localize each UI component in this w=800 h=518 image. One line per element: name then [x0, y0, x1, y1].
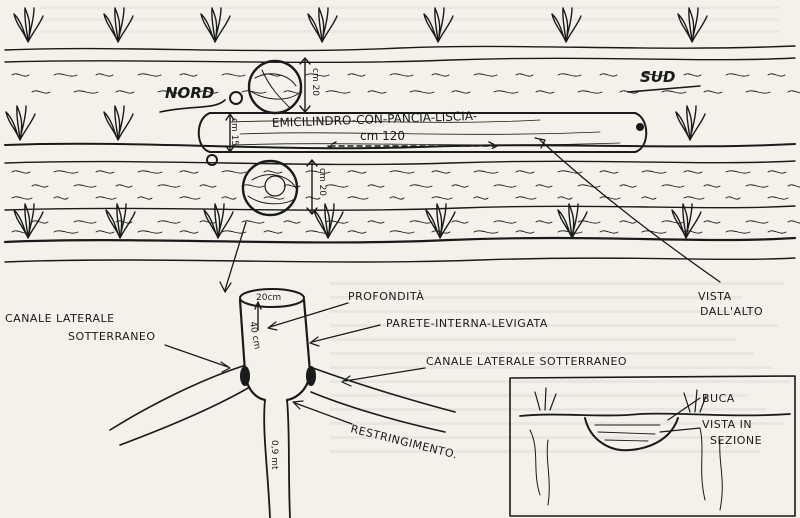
ball-icon	[206, 154, 299, 217]
south-label: SUD	[640, 68, 675, 86]
plant-icon	[671, 203, 702, 239]
plant-icon	[200, 7, 231, 43]
right-channel-label: CANALE LATERALE SOTTERRANEO	[426, 355, 627, 368]
section-label-line2: SEZIONE	[710, 434, 762, 447]
plant-icon	[423, 7, 454, 43]
plant-icon	[425, 203, 456, 239]
label-pointers	[164, 302, 426, 425]
hole-icon	[636, 123, 644, 131]
plant-icon	[675, 105, 706, 141]
half-cylinder-top-view	[197, 112, 648, 153]
top-diameter-label: 20cm	[256, 293, 281, 303]
plant-icon	[203, 203, 234, 239]
dimension-lines	[225, 57, 498, 215]
dim-top-label: cm 20	[310, 68, 320, 96]
width-label: cm 15	[229, 118, 239, 146]
plant-icon	[5, 105, 36, 141]
right-channel-joint	[306, 366, 316, 386]
depth-value-label: 40 cm	[247, 321, 262, 350]
lateral-channels	[109, 365, 456, 446]
left-channel-label-line1: CANALE LATERALE	[5, 312, 115, 325]
plant-icon	[103, 105, 134, 141]
soil-scribbles	[11, 73, 800, 234]
plant-icon	[551, 7, 582, 43]
vertical-section	[238, 288, 316, 518]
plants	[5, 7, 708, 239]
field-furrows	[3, 45, 797, 263]
shaft-length-label: 0,9 mt	[269, 440, 279, 470]
dim-bottom-label: cm 20	[317, 168, 327, 196]
depth-label: PROFONDITÀ	[348, 290, 424, 303]
plant-icon	[13, 203, 44, 239]
cross-section-box	[509, 375, 796, 517]
compass-markers	[159, 85, 701, 113]
plant-icon	[105, 203, 136, 239]
plant-icon	[13, 7, 44, 43]
inner-wall-label: PARETE-INTERNA-LEVIGATA	[386, 317, 548, 330]
north-label: NORD	[165, 84, 214, 102]
plant-icon	[103, 7, 134, 43]
plant-icon	[557, 203, 588, 239]
leader-lines	[219, 137, 721, 293]
length-label: cm 120	[360, 129, 405, 143]
left-channel-label-line2: SOTTERRANEO	[68, 330, 156, 343]
ball-icon	[229, 59, 303, 115]
plant-icon	[677, 7, 708, 43]
section-label-line1: VISTA IN	[702, 418, 752, 431]
plant-icon	[307, 7, 338, 43]
plant-icon	[313, 203, 344, 239]
hole-label: BUCA	[702, 392, 735, 405]
view-from-above-line2: DALL'ALTO	[700, 305, 763, 318]
view-from-above-line1: VISTA	[698, 290, 732, 303]
left-channel-joint	[240, 366, 250, 386]
